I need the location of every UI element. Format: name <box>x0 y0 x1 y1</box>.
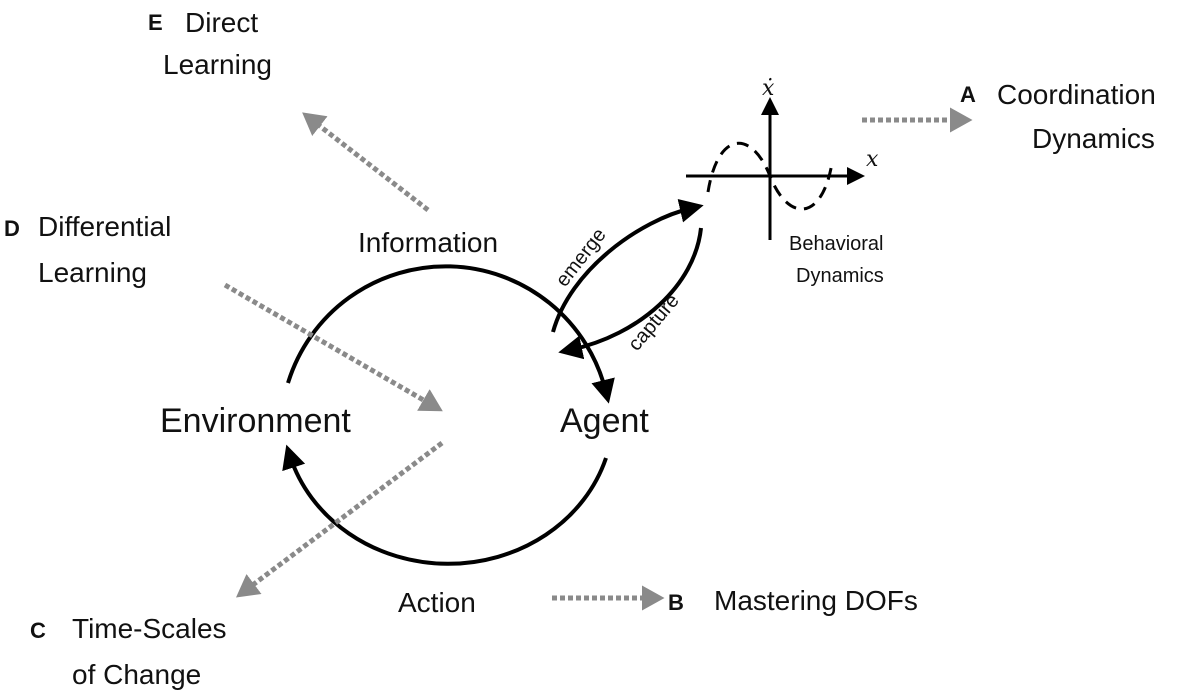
action-label: Action <box>398 587 476 618</box>
action-arc <box>282 444 608 566</box>
behavioral-caption-2: Dynamics <box>796 265 884 287</box>
environment-label: Environment <box>160 402 351 440</box>
label-a-line1: Coordination <box>997 79 1156 110</box>
phase-curve <box>706 141 834 211</box>
label-e-line1: Direct <box>185 7 258 38</box>
label-d-line1: Differential <box>38 211 171 242</box>
label-e-line2: Learning <box>163 49 272 80</box>
capture-arrow <box>558 227 703 360</box>
behavioral-caption-1: Behavioral <box>789 233 884 255</box>
phase-plot: ẋ x Behavioral Dynamics <box>686 76 884 287</box>
label-c-letter: C <box>30 618 46 643</box>
label-d-letter: D <box>4 216 20 241</box>
arrow-differential-learning <box>223 282 443 412</box>
label-b-line1: Mastering DOFs <box>714 585 918 616</box>
label-a-letter: A <box>960 82 976 107</box>
information-label: Information <box>358 227 498 258</box>
information-arc <box>286 264 615 404</box>
emerge-arrow <box>551 199 704 333</box>
arrow-direct-learning <box>302 112 430 212</box>
label-d-line2: Learning <box>38 257 147 288</box>
label-e-letter: E <box>148 10 163 35</box>
capture-label: capture <box>624 290 684 355</box>
x-axis-label: x <box>866 147 879 172</box>
agent-label: Agent <box>560 402 649 440</box>
label-b-letter: B <box>668 590 684 615</box>
label-c-line2: of Change <box>72 659 201 690</box>
label-a-line2: Dynamics <box>1032 123 1155 154</box>
arrow-time-scales <box>236 441 444 598</box>
label-c-line1: Time-Scales <box>72 613 227 644</box>
y-axis-label: ẋ <box>762 76 775 101</box>
